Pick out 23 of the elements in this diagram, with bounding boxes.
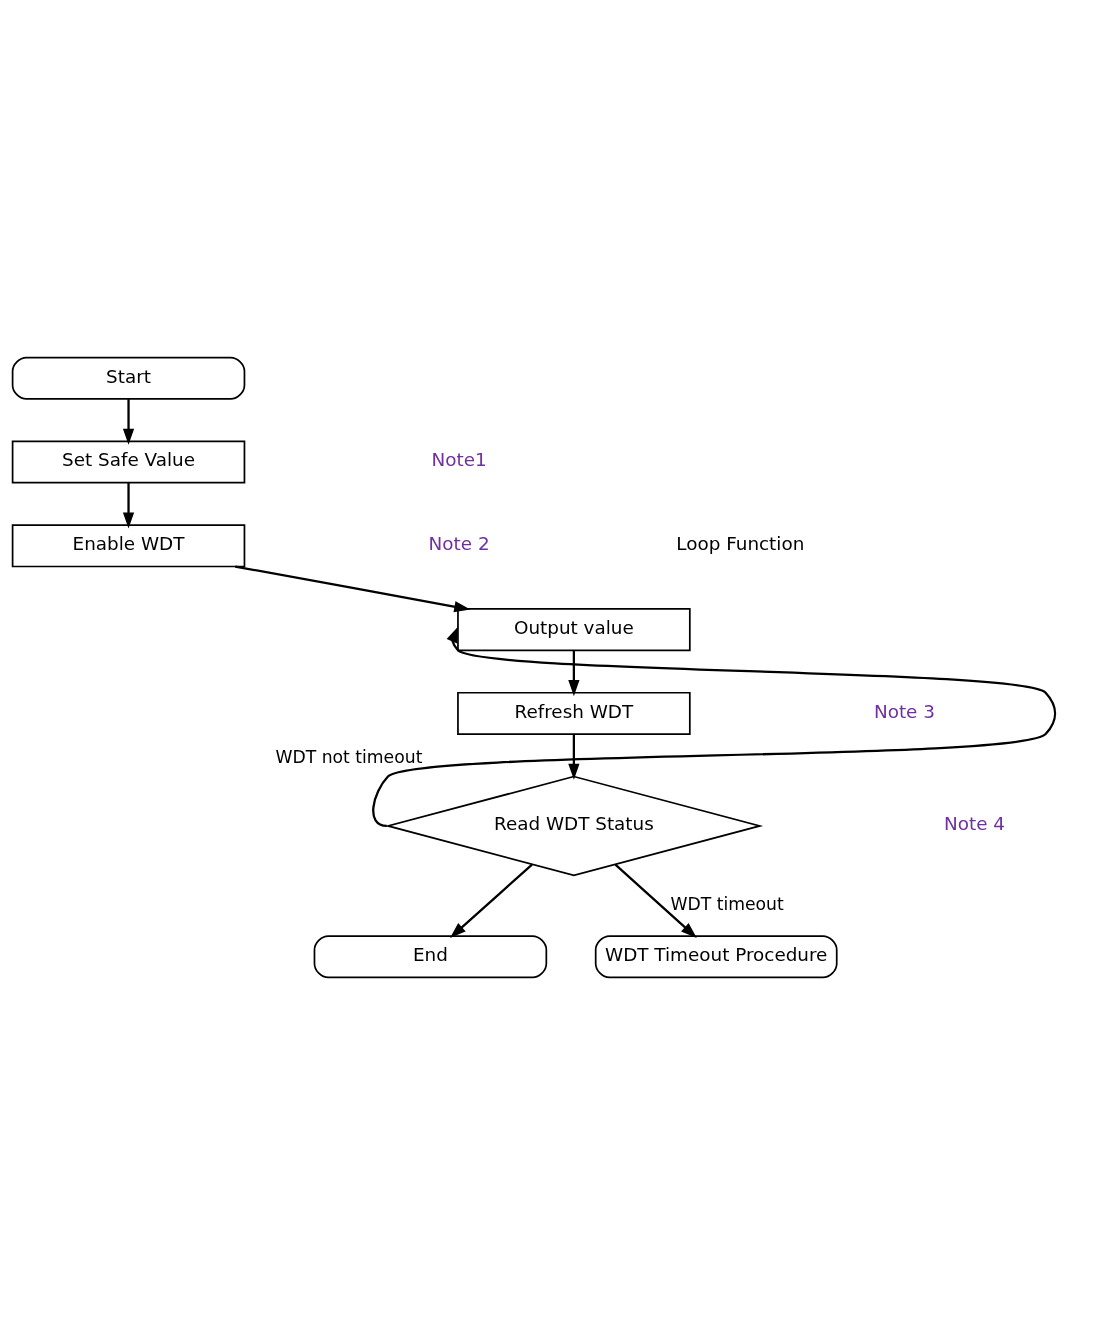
label: Note 3 bbox=[873, 700, 935, 722]
arrow bbox=[122, 398, 135, 445]
node-box: Set Safe Value bbox=[11, 440, 246, 484]
edge-label: WDT timeout bbox=[670, 893, 784, 914]
label: Note1 bbox=[431, 448, 487, 470]
node-box: WDT Timeout Procedure bbox=[594, 934, 838, 978]
label: Note 2 bbox=[428, 532, 490, 554]
arrow bbox=[568, 733, 580, 780]
node-box: Start bbox=[11, 356, 246, 400]
label: Note 4 bbox=[943, 812, 1005, 834]
node-diamond: Read WDT Status bbox=[384, 775, 764, 876]
label: Loop Function bbox=[676, 532, 805, 554]
node-box: Output value bbox=[457, 607, 691, 651]
node-box: Refresh WDT bbox=[457, 691, 691, 735]
arrow bbox=[235, 564, 471, 612]
edge-label: WDT not timeout bbox=[275, 745, 423, 766]
arrow bbox=[614, 863, 697, 938]
arrow bbox=[372, 625, 1056, 827]
node-box: Enable WDT bbox=[11, 523, 246, 567]
node-box: End bbox=[313, 934, 548, 978]
arrow bbox=[122, 482, 135, 529]
arrow bbox=[568, 650, 580, 696]
arrow bbox=[450, 863, 533, 938]
